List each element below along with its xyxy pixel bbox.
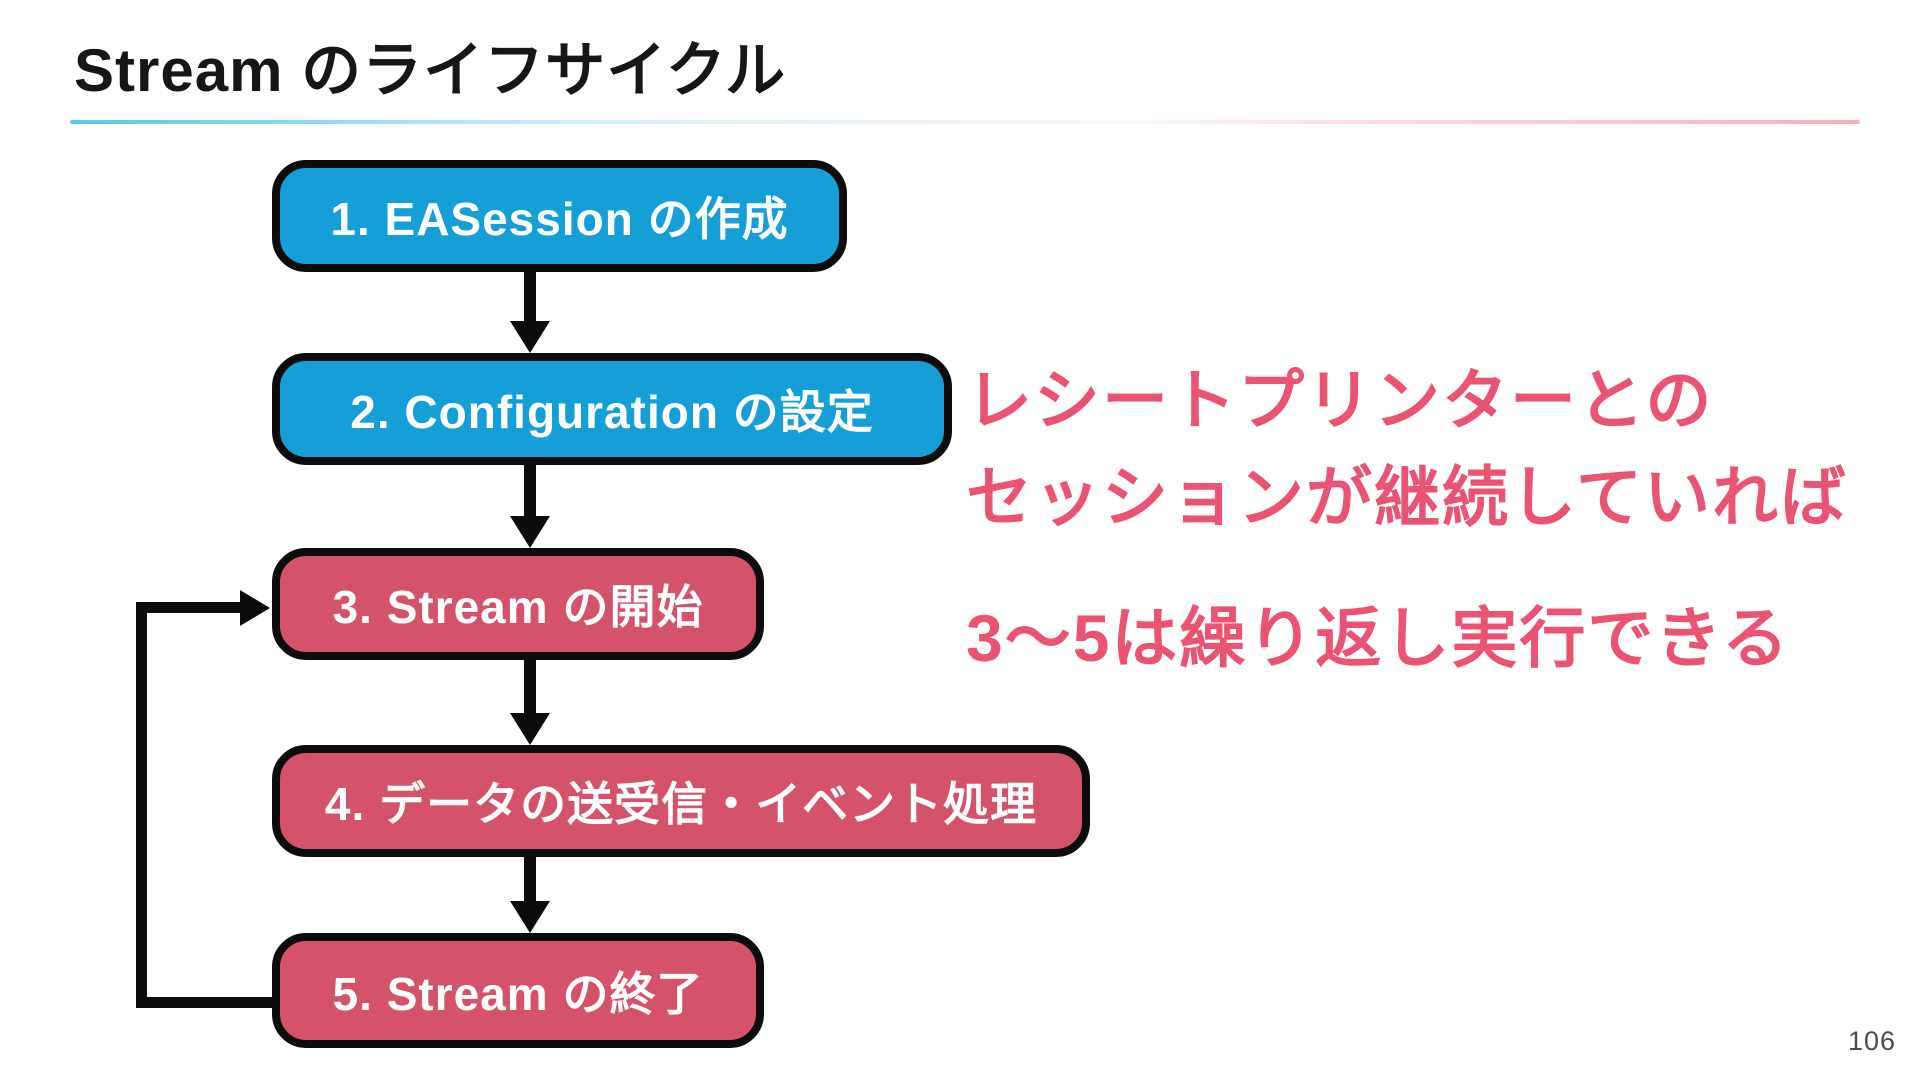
- flow-step-1-label: 1. EASession の作成: [330, 193, 789, 245]
- arrow-head-down-icon: [510, 901, 550, 933]
- arrow-shaft: [524, 465, 536, 519]
- flow-step-1-easession: 1. EASession の作成: [272, 160, 847, 272]
- arrow-shaft: [524, 660, 536, 716]
- arrow-head-down-icon: [510, 321, 550, 353]
- flow-arrow-4-to-5: [510, 857, 550, 933]
- slide-title: Stream のライフサイクル: [74, 37, 787, 104]
- flow-step-3-stream-start: 3. Stream の開始: [272, 548, 764, 660]
- flow-step-4-data-events: 4. データの送受信・イベント処理: [272, 745, 1090, 857]
- page-number: 106: [1847, 1026, 1896, 1056]
- flow-arrow-1-to-2: [510, 272, 550, 353]
- flow-arrow-3-to-4: [510, 660, 550, 745]
- annotation-line-2: セッションが継続していれば: [966, 460, 1849, 534]
- flow-step-4-label: 4. データの送受信・イベント処理: [324, 778, 1038, 830]
- flow-arrow-2-to-3: [510, 465, 550, 548]
- flow-step-5-stream-end: 5. Stream の終了: [272, 933, 764, 1048]
- title-divider: [70, 120, 1860, 124]
- flow-step-3-label: 3. Stream の開始: [332, 581, 704, 633]
- loop-arrow-top-segment: [136, 602, 242, 613]
- flow-step-5-label: 5. Stream の終了: [332, 967, 704, 1020]
- arrow-shaft: [524, 272, 536, 324]
- flow-step-2-configuration: 2. Configuration の設定: [272, 353, 952, 465]
- arrow-head-down-icon: [510, 516, 550, 548]
- loop-arrow-vertical-segment: [136, 602, 147, 1008]
- arrow-head-right-icon: [240, 590, 270, 626]
- arrow-shaft: [524, 857, 536, 904]
- loop-arrow-bottom-segment: [136, 997, 276, 1008]
- annotation-line-3: 3〜5は繰り返し実行できる: [966, 601, 1791, 675]
- arrow-head-down-icon: [510, 713, 550, 745]
- annotation-block: レシートプリンターとの セッションが継続していれば 3〜5は繰り返し実行できる: [966, 352, 1848, 687]
- annotation-line-1: レシートプリンターとの: [966, 363, 1714, 437]
- flow-step-2-label: 2. Configuration の設定: [350, 386, 874, 438]
